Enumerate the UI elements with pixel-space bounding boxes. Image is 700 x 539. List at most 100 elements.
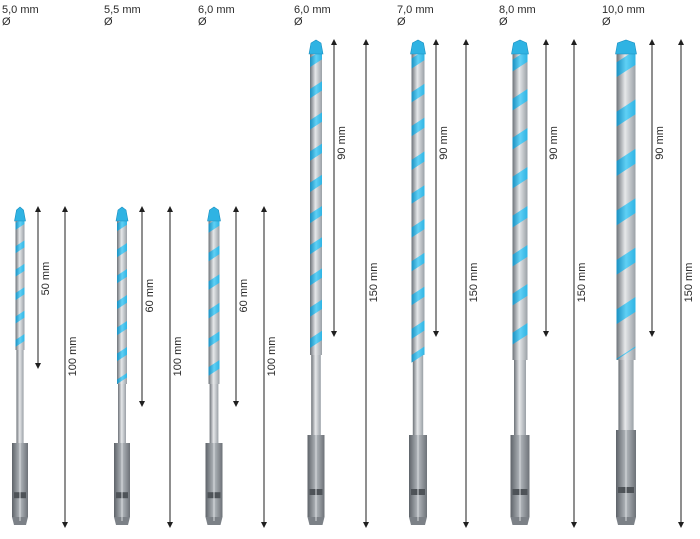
drill-5-diameter: 7,0 mm bbox=[397, 4, 434, 16]
drill-tip bbox=[511, 39, 529, 55]
total-length-label: 150 mm bbox=[683, 263, 695, 303]
drill-7-diameter: 10,0 mm bbox=[602, 4, 645, 16]
drill-6-diameter: 8,0 mm bbox=[499, 4, 536, 16]
drill-tip bbox=[410, 39, 426, 55]
flute-band bbox=[117, 373, 127, 384]
drill-tip bbox=[308, 39, 324, 55]
flute-band bbox=[411, 50, 425, 69]
working-length-label: 50 mm bbox=[40, 262, 52, 296]
flute-band bbox=[117, 269, 127, 284]
flute-band bbox=[411, 151, 425, 170]
flute-band bbox=[512, 50, 528, 72]
flute-band bbox=[512, 167, 528, 189]
flute-band bbox=[310, 299, 322, 317]
drill-tip bbox=[14, 206, 26, 222]
drill-2-header: 5,5 mm Ø bbox=[104, 4, 141, 28]
flute-band bbox=[616, 297, 636, 325]
flute-band bbox=[310, 174, 322, 192]
drill-5-header: 7,0 mm Ø bbox=[397, 4, 434, 28]
flute-band bbox=[15, 310, 25, 324]
drill-3-diameter: 6,0 mm bbox=[198, 4, 235, 16]
drill-6-header: 8,0 mm Ø bbox=[499, 4, 536, 28]
working-length-label: 90 mm bbox=[548, 126, 560, 160]
drill-tip bbox=[207, 206, 221, 222]
flute-band bbox=[310, 330, 322, 348]
working-length-label: 90 mm bbox=[654, 126, 666, 160]
flute-band bbox=[616, 198, 636, 226]
drill-4-header: 6,0 mm Ø bbox=[294, 4, 331, 28]
flute-band bbox=[15, 334, 25, 347]
diameter-symbol: Ø bbox=[198, 16, 207, 28]
working-length-label: 60 mm bbox=[238, 279, 250, 313]
flute-band bbox=[310, 112, 322, 130]
diameter-symbol: Ø bbox=[2, 16, 11, 28]
flute-band bbox=[208, 245, 220, 262]
working-length-label: 90 mm bbox=[336, 126, 348, 160]
drill-1-diameter: 5,0 mm bbox=[2, 4, 39, 16]
shank bbox=[118, 380, 126, 445]
drill-tip bbox=[115, 206, 129, 222]
shank bbox=[412, 351, 424, 437]
drill-bit-1: 50 mm 100 mm bbox=[12, 206, 79, 528]
flute-band bbox=[310, 268, 322, 286]
drill-bit-2: 60 mm 100 mm bbox=[114, 206, 184, 528]
total-length-label: 150 mm bbox=[368, 263, 380, 303]
drill-bit-4: 90 mm 150 mm bbox=[307, 39, 380, 528]
flute-band bbox=[616, 247, 636, 275]
flute-band bbox=[512, 128, 528, 150]
flute-band bbox=[512, 89, 528, 111]
working-length-label: 60 mm bbox=[144, 279, 156, 313]
flute-band bbox=[411, 320, 425, 339]
drill-bit-7: 90 mm 150 mm bbox=[615, 39, 695, 528]
flute-band bbox=[512, 206, 528, 228]
flute-band bbox=[15, 240, 25, 254]
flute-band bbox=[411, 117, 425, 137]
total-length-label: 150 mm bbox=[576, 263, 588, 303]
flute-band bbox=[208, 274, 220, 290]
flute-band bbox=[512, 323, 528, 345]
flute-band bbox=[411, 252, 425, 272]
shank bbox=[618, 356, 634, 432]
flute-band bbox=[208, 302, 220, 319]
flute-body bbox=[208, 217, 220, 384]
drill-bit-3: 60 mm 100 mm bbox=[205, 206, 278, 528]
flute-band bbox=[208, 331, 220, 348]
flute-band bbox=[117, 243, 127, 258]
flute-body bbox=[15, 217, 25, 350]
flute-band bbox=[411, 185, 425, 204]
diameter-symbol: Ø bbox=[602, 16, 611, 28]
diameter-symbol: Ø bbox=[397, 16, 406, 28]
flute-band bbox=[117, 295, 127, 310]
flute-band bbox=[310, 206, 322, 224]
drill-bit-6: 90 mm 150 mm bbox=[510, 39, 588, 528]
total-length-label: 100 mm bbox=[67, 337, 79, 377]
drill-tip bbox=[615, 39, 637, 55]
flute-band bbox=[117, 347, 127, 362]
working-length-label: 90 mm bbox=[438, 126, 450, 160]
flute-band bbox=[411, 83, 425, 103]
flute-band bbox=[616, 50, 636, 78]
flute-band bbox=[208, 360, 220, 376]
flute-band bbox=[117, 321, 127, 336]
shank bbox=[514, 356, 526, 437]
total-length-label: 150 mm bbox=[468, 263, 480, 303]
flute-band bbox=[512, 284, 528, 306]
flute-body bbox=[512, 50, 528, 360]
total-length-label: 100 mm bbox=[172, 337, 184, 377]
flute-band bbox=[616, 99, 636, 127]
drill-7-header: 10,0 mm Ø bbox=[602, 4, 645, 28]
flute-band bbox=[411, 286, 425, 306]
drill-3-header: 6,0 mm Ø bbox=[198, 4, 235, 28]
flute-band bbox=[512, 245, 528, 267]
drill-4-diameter: 6,0 mm bbox=[294, 4, 331, 16]
total-length-label: 100 mm bbox=[266, 337, 278, 377]
flute-band bbox=[616, 148, 636, 176]
flute-band bbox=[15, 287, 25, 301]
diameter-symbol: Ø bbox=[104, 16, 113, 28]
flute-band bbox=[616, 346, 636, 360]
flute-band bbox=[15, 263, 25, 277]
flute-band bbox=[310, 81, 322, 99]
flute-band bbox=[310, 143, 322, 161]
drill-1-header: 5,0 mm Ø bbox=[2, 4, 39, 28]
